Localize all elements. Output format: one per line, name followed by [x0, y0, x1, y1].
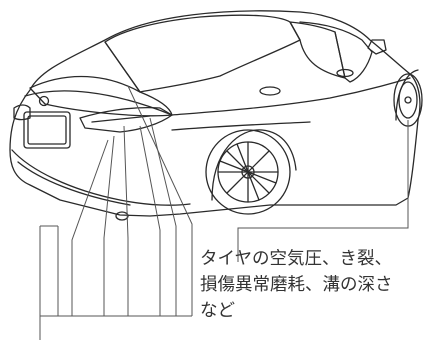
leader-lines — [39, 85, 409, 340]
side-character-line — [171, 77, 411, 116]
tail-light-left — [13, 104, 31, 121]
side-mirror — [367, 39, 387, 55]
door-handle-front — [336, 68, 354, 78]
tire-leader-line — [237, 120, 409, 262]
license-plate — [23, 111, 71, 149]
callout-line-1: タイヤの空気圧、き裂、 — [200, 249, 392, 269]
rear-emblem — [38, 95, 50, 107]
trunk-lid — [29, 75, 173, 117]
rear-tire — [205, 129, 291, 215]
exhaust-pipe — [115, 211, 129, 221]
tail-light-right — [79, 106, 173, 133]
rear-wheel-spokes — [217, 141, 279, 203]
callout-line-3: など — [200, 301, 235, 321]
door-handle-rear — [259, 86, 281, 96]
rear-wheel-arch — [211, 129, 297, 201]
side-window-rear — [289, 21, 346, 79]
callout-line-2: 損傷異常磨耗、溝の深さ — [200, 275, 393, 295]
side-window-front — [299, 21, 373, 83]
tire-check-callout: タイヤの空気圧、き裂、 損傷異常磨耗、溝の深さ など — [200, 246, 423, 324]
car-body-outline — [9, 10, 421, 217]
